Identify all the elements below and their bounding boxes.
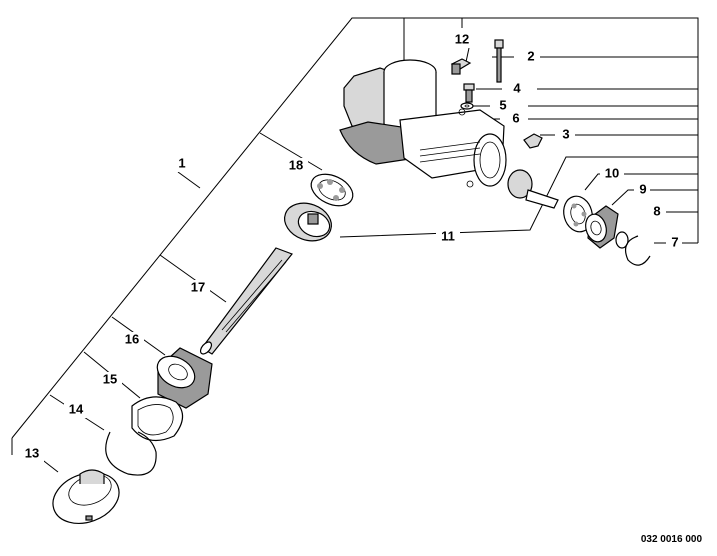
part-4-screw (463, 83, 475, 103)
callout-8: 8 (653, 203, 660, 218)
callout-12: 12 (455, 31, 469, 46)
callout-16: 16 (125, 331, 139, 346)
part-11-bevel-gear (284, 202, 332, 242)
callout-14: 14 (69, 401, 84, 416)
callout-7: 7 (671, 234, 678, 249)
part-5-washer (460, 102, 474, 110)
callout-1: 1 (178, 155, 185, 170)
part-10-bearing (563, 195, 593, 233)
callout-3: 3 (562, 126, 569, 141)
part-18-bearing (310, 173, 354, 207)
part-15-retainer (131, 396, 184, 442)
callout-10: 10 (605, 165, 619, 180)
callout-4: 4 (513, 80, 521, 95)
part-16-bearing (156, 347, 213, 409)
part-3-clip (523, 133, 543, 149)
part-13-cover (52, 469, 120, 524)
part-9-bearing (585, 205, 619, 249)
part-8-ring (615, 231, 629, 249)
callout-6: 6 (512, 110, 519, 125)
callout-13: 13 (25, 445, 39, 460)
callout-5: 5 (499, 97, 506, 112)
leader-lines (11, 17, 699, 473)
part-14-circlip (105, 431, 157, 476)
callout-17: 17 (191, 279, 205, 294)
part-2-bolt (494, 39, 504, 83)
part-17-shaft (199, 247, 293, 355)
document-number: 032 0016 000 (641, 534, 703, 545)
callout-15: 15 (103, 371, 117, 386)
callout-11: 11 (441, 228, 455, 243)
part-12-screw (450, 58, 472, 75)
part-pinion-gear (507, 169, 559, 209)
callout-2: 2 (527, 48, 534, 63)
callout-labels: 1 2 3 4 5 6 7 8 9 10 11 12 13 14 15 16 1 (20, 31, 682, 462)
callout-9: 9 (639, 181, 646, 196)
callout-18: 18 (289, 157, 303, 172)
part-7-circlip (625, 235, 651, 266)
gear-housing (339, 59, 507, 188)
